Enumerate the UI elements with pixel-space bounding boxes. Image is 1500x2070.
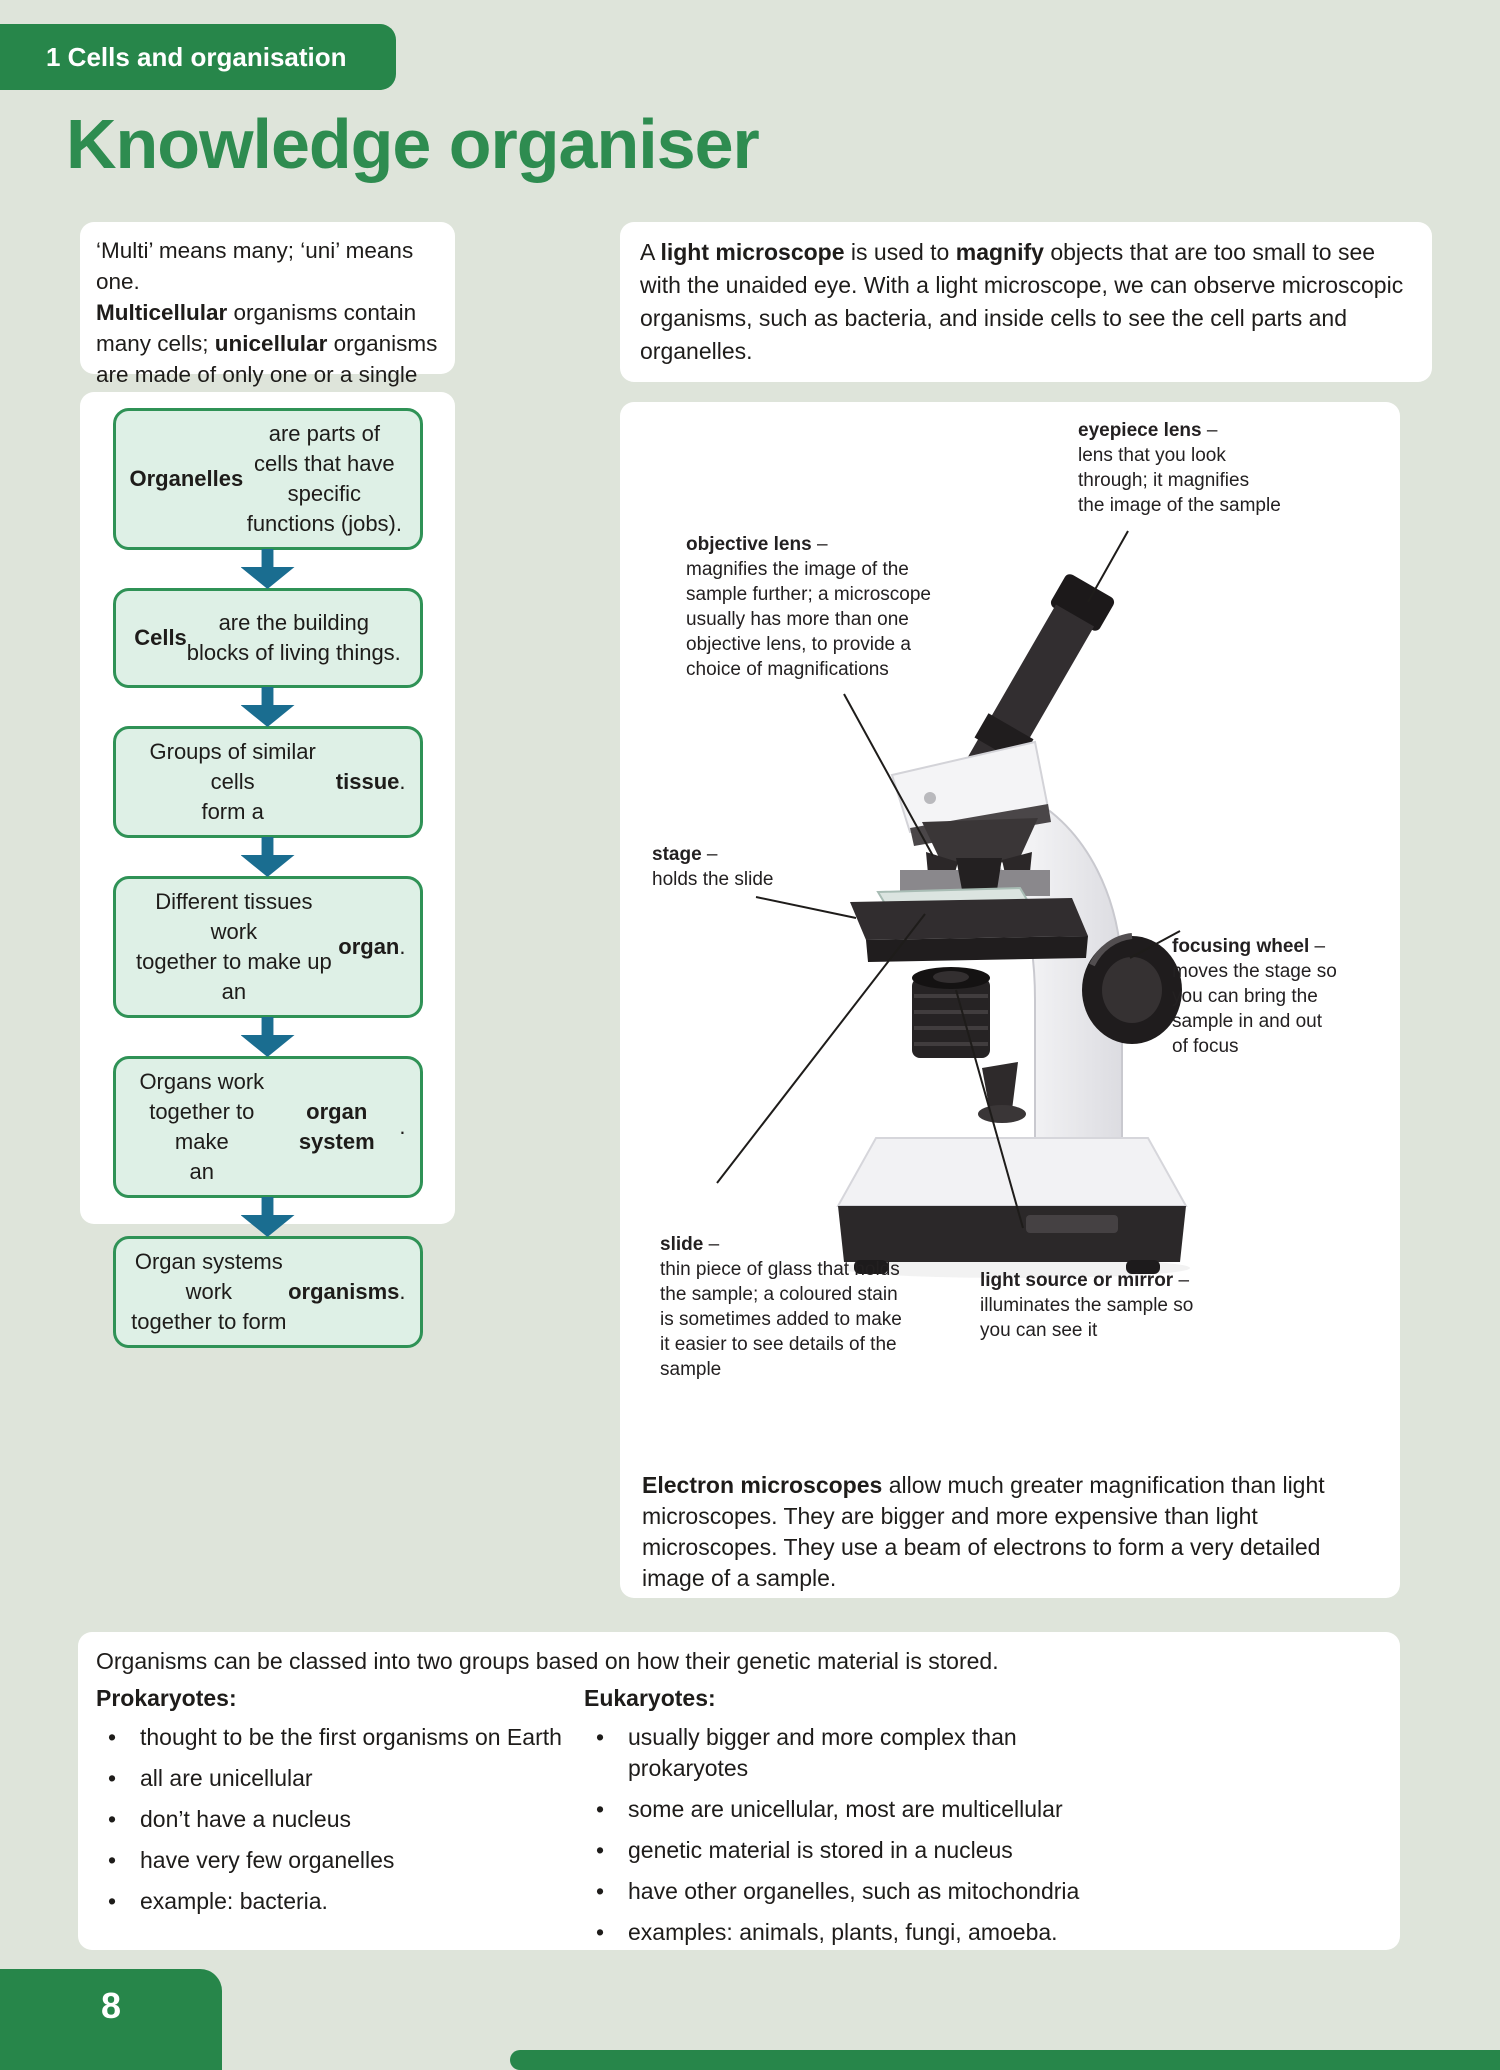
page-title: Knowledge organiser [66, 105, 760, 183]
flow-box-organisms: Organ systems work together to form orga… [112, 1236, 423, 1348]
flow-box-organ-system: Organs work together to make an organ sy… [112, 1056, 423, 1198]
down-arrow-icon [240, 1197, 295, 1237]
list-item: examples: animals, plants, fungi, amoeba… [584, 1917, 1104, 1948]
list-item: genetic material is stored in a nucleus [584, 1835, 1104, 1866]
intro-line-2: Multicellular organisms contain many cel… [96, 300, 438, 418]
down-arrow-icon [240, 1017, 295, 1057]
intro-line-1: ‘Multi’ means many; ‘uni’ means one. [96, 238, 414, 294]
list-item: usually bigger and more complex than pro… [584, 1722, 1104, 1784]
footer-strip [510, 2050, 1500, 2070]
figure-label-light-source: light source or mirror – illuminates the… [980, 1270, 1194, 1341]
label-leader-lines [716, 530, 1181, 1229]
figure-label-objective-lens: objective lens – magnifies the image of … [686, 534, 931, 680]
list-item: all are unicellular [96, 1763, 584, 1794]
list-item: example: bacteria. [96, 1886, 584, 1917]
eukaryotes-heading: Eukaryotes: [584, 1685, 716, 1711]
multicellular-intro-card: ‘Multi’ means many; ‘uni’ means one. Mul… [80, 222, 455, 418]
light-microscope-intro-card: A light microscope is used to magnify ob… [620, 222, 1432, 382]
down-arrow-icon [240, 549, 295, 589]
microscope-photo [836, 574, 1190, 1278]
list-item: don’t have a nucleus [96, 1804, 584, 1835]
leader-stage [755, 896, 857, 919]
list-item: have other organelles, such as mitochond… [584, 1876, 1104, 1907]
eukaryotes-column: Eukaryotes: usually bigger and more comp… [584, 1683, 1104, 1958]
figure-label-focusing-wheel: focusing wheel – moves the stage so you … [1172, 936, 1337, 1057]
flow-box-organ: Different tissues work together to make … [112, 876, 423, 1018]
figure-label-eyepiece-lens: eyepiece lens – lens that you look throu… [1078, 420, 1281, 516]
down-arrow-icon [240, 837, 295, 877]
leader-objective [843, 693, 934, 857]
organisation-flowchart: Organelles are parts of cells that have … [80, 392, 455, 1348]
leader-slide [716, 913, 926, 1184]
figure-label-slide: slide – thin piece of glass that holds t… [660, 1234, 902, 1380]
prokaryotes-heading: Prokaryotes: [96, 1685, 237, 1711]
leader-focusing-wheel [1129, 930, 1181, 959]
flow-box-organelles: Organelles are parts of cells that have … [112, 408, 423, 550]
figure-label-stage: stage – holds the slide [652, 844, 774, 890]
microscope-figure-card: eyepiece lens – lens that you look throu… [620, 402, 1400, 1598]
classification-intro: Organisms can be classed into two groups… [96, 1648, 999, 1674]
unit-tab: 1 Cells and organisation [0, 24, 396, 90]
prokaryotes-column: Prokaryotes: thought to be the first org… [96, 1683, 584, 1958]
leader-eyepiece [1087, 530, 1129, 603]
list-item: thought to be the first organisms on Ear… [96, 1722, 584, 1753]
prokaryotes-eukaryotes-card: Organisms can be classed into two groups… [78, 1632, 1400, 1950]
electron-microscope-paragraph: Electron microscopes allow much greater … [642, 1472, 1325, 1591]
page-number: 8 [100, 1985, 122, 2026]
down-arrow-icon [240, 687, 295, 727]
page-number-tab: 8 [0, 1969, 222, 2070]
list-item: some are unicellular, most are multicell… [584, 1794, 1104, 1825]
list-item: have very few organelles [96, 1845, 584, 1876]
flow-box-cells: Cells are the building blocks of living … [112, 588, 423, 688]
unit-tab-label: 1 Cells and organisation [46, 41, 347, 72]
flow-box-tissue: Groups of similar cells form a tissue. [112, 726, 423, 838]
light-microscope-paragraph: A light microscope is used to magnify ob… [640, 239, 1404, 364]
leader-light-source [955, 989, 1024, 1229]
